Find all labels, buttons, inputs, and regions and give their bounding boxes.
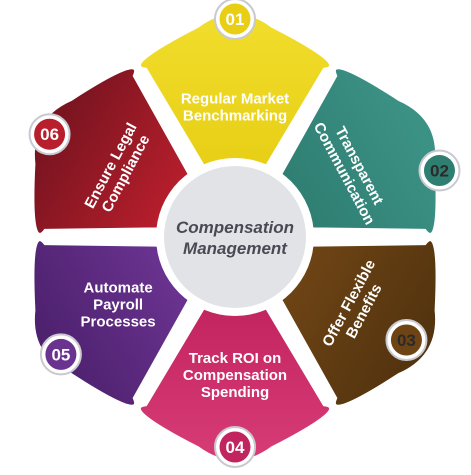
- badge-number: 06: [40, 125, 59, 144]
- petal-label-line: Automate: [84, 280, 153, 297]
- center-title-line1: Compensation: [176, 218, 294, 237]
- number-badge-01: 01: [214, 0, 256, 40]
- petal-label-line: Track ROI on: [189, 350, 282, 367]
- center-title-line2: Management: [183, 239, 288, 258]
- center-disc: [164, 166, 306, 308]
- number-badge-04: 04: [214, 426, 256, 468]
- center-circle-group: Compensation Management: [156, 158, 314, 316]
- petal-label-line: Compensation: [183, 367, 287, 384]
- petal-02: [279, 66, 439, 236]
- petal-03: [279, 238, 439, 408]
- petal-label-line: Spending: [201, 384, 269, 401]
- petals-group: [31, 11, 439, 463]
- badge-number: 05: [51, 345, 70, 364]
- petal-label-line: Processes: [81, 314, 156, 331]
- number-badge-06: 06: [28, 113, 71, 156]
- number-badge-02: 02: [418, 149, 461, 192]
- number-badge-03: 03: [385, 319, 428, 362]
- number-badge-05: 05: [39, 333, 82, 376]
- badge-number: 01: [226, 10, 245, 29]
- badge-number: 04: [226, 438, 245, 457]
- badge-number: 03: [397, 331, 416, 350]
- badge-number: 02: [430, 162, 449, 181]
- petal-label-line: Regular Market: [181, 91, 289, 108]
- petal-label-line: Payroll: [93, 297, 143, 314]
- petal-label-line: Benchmarking: [183, 108, 287, 125]
- badges-group: 01 02 03 04 05 06: [28, 0, 461, 468]
